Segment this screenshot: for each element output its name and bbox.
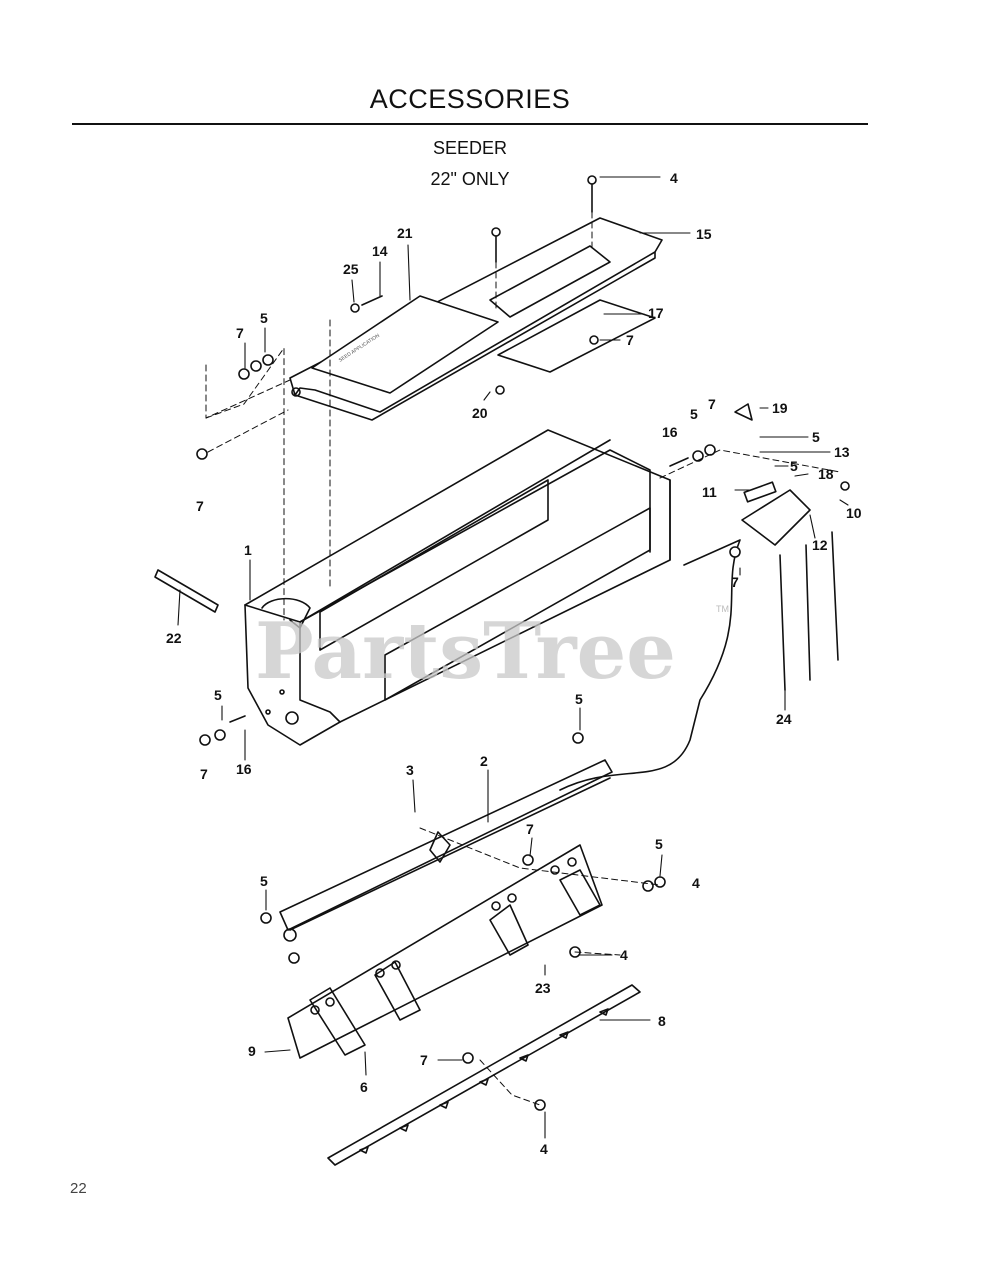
callout-7: 7 (526, 821, 534, 837)
callout-labels: 4 15 21 14 25 7 5 17 7 20 7 16 5 7 19 5 … (166, 170, 862, 1157)
callout-5: 5 (575, 691, 583, 707)
callout-7: 7 (420, 1052, 428, 1068)
callout-5: 5 (690, 406, 698, 422)
agitator-shaft (279, 759, 613, 942)
callout-2: 2 (480, 753, 488, 769)
callout-5: 5 (812, 429, 820, 445)
mounting-bracket (287, 844, 603, 1059)
callout-13: 13 (834, 444, 850, 460)
callout-19: 19 (772, 400, 788, 416)
callout-7: 7 (236, 325, 244, 341)
hardware (196, 175, 850, 1111)
callout-14: 14 (372, 243, 388, 259)
callout-15: 15 (696, 226, 712, 242)
callout-5: 5 (790, 458, 798, 474)
deflector-bar (327, 984, 641, 1166)
callout-5: 5 (260, 873, 268, 889)
callout-4: 4 (692, 875, 700, 891)
callout-5: 5 (655, 836, 663, 852)
callout-7: 7 (196, 498, 204, 514)
title-rule (72, 123, 868, 125)
diagram-subtitle: SEEDER (432, 138, 508, 158)
page-title: ACCESSORIES (369, 84, 571, 114)
callout-7: 7 (708, 396, 716, 412)
callout-7: 7 (626, 332, 634, 348)
callout-12: 12 (812, 537, 828, 553)
control-lever (734, 403, 811, 546)
callout-11: 11 (702, 484, 717, 500)
callout-20: 20 (472, 405, 488, 421)
callout-1: 1 (244, 542, 252, 558)
page-number: 22 (70, 1180, 87, 1197)
callout-5: 5 (260, 310, 268, 326)
callout-10: 10 (846, 505, 862, 521)
callout-24: 24 (776, 711, 792, 727)
hopper-body (244, 429, 671, 746)
cable-tie (831, 531, 839, 661)
watermark-text: PartsTree (255, 606, 676, 697)
callout-18: 18 (818, 466, 834, 482)
callout-7: 7 (731, 574, 739, 590)
callout-25: 25 (343, 261, 359, 277)
callout-4: 4 (620, 947, 628, 963)
cable-tie (779, 554, 786, 691)
watermark-tm: TM (716, 604, 729, 614)
side-decal (154, 569, 219, 613)
decal (311, 295, 499, 394)
diagram-variant: 22" ONLY (430, 169, 510, 189)
callout-22: 22 (166, 630, 182, 646)
callout-5: 5 (214, 687, 222, 703)
callout-17: 17 (648, 305, 664, 321)
cable-tie (805, 544, 811, 681)
slide-plate (497, 299, 656, 373)
callout-6: 6 (360, 1079, 368, 1095)
control-cable (559, 539, 741, 791)
callout-16: 16 (236, 761, 252, 777)
callout-3: 3 (406, 762, 414, 778)
callout-9: 9 (248, 1043, 256, 1059)
assembly-lines (205, 211, 841, 1106)
callout-7: 7 (200, 766, 208, 782)
leader-lines (177, 176, 849, 1139)
callout-4: 4 (540, 1141, 548, 1157)
callout-8: 8 (658, 1013, 666, 1029)
callout-21: 21 (397, 225, 413, 241)
callout-16: 16 (662, 424, 678, 440)
callout-23: 23 (535, 980, 551, 996)
callout-4: 4 (670, 170, 678, 186)
